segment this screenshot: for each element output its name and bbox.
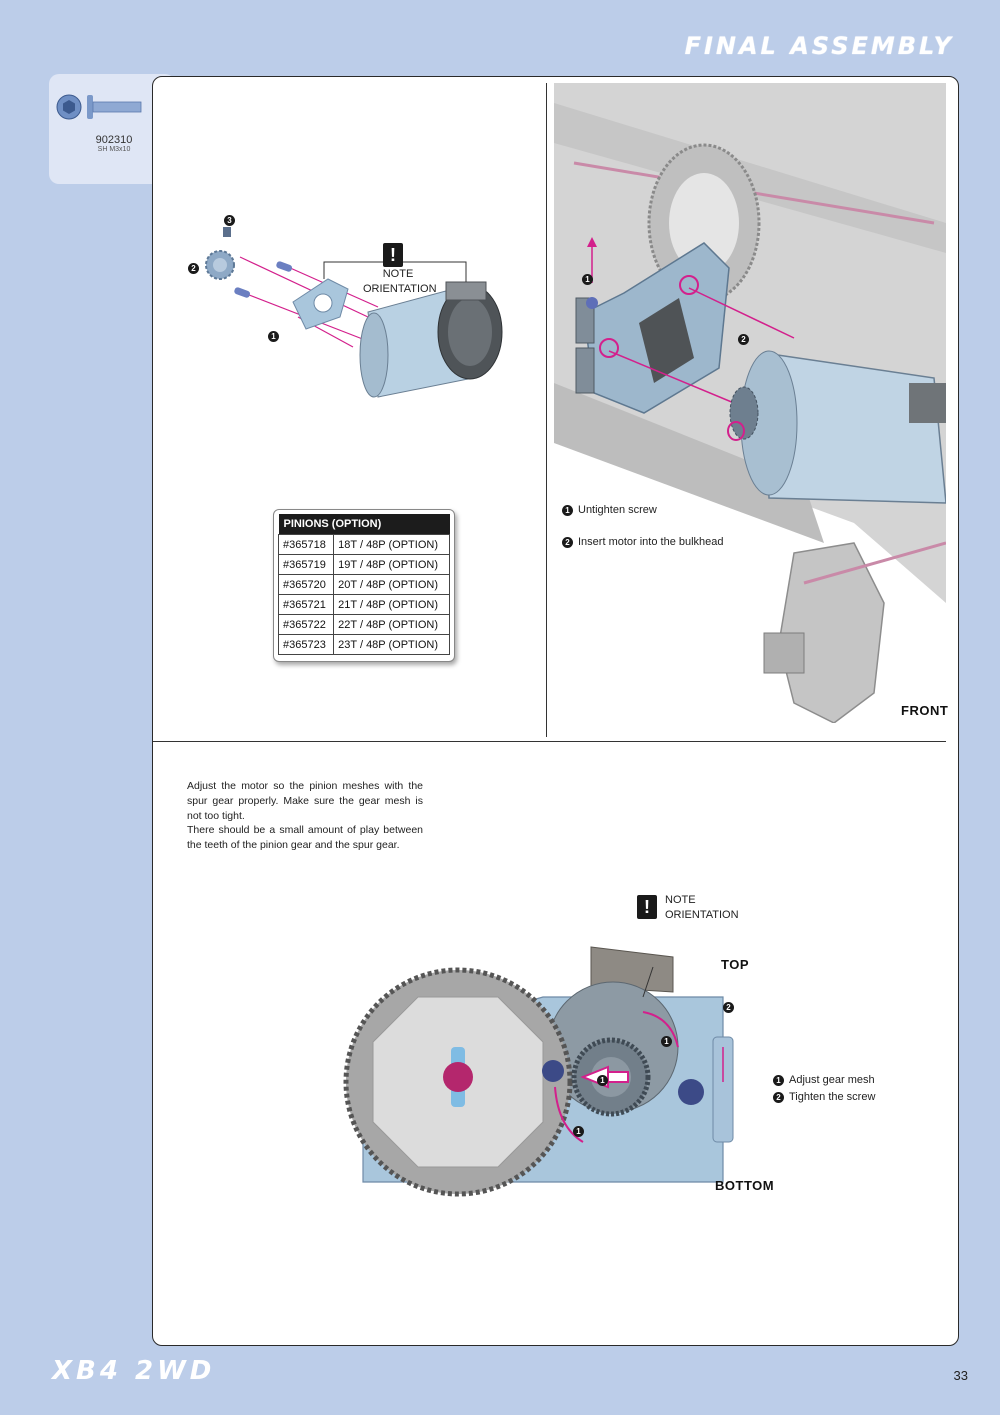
- page-number: 33: [953, 1368, 968, 1383]
- callout-2: 2: [188, 263, 199, 274]
- part-number: 902310: [95, 134, 133, 146]
- instruction-paragraph-2: There should be a small amount of play b…: [187, 824, 423, 851]
- horizontal-divider: [153, 741, 946, 742]
- callout-2: 2: [738, 334, 749, 345]
- page-title: FINAL ASSEMBLY: [684, 32, 954, 60]
- motor-exploded-diagram: [205, 227, 503, 398]
- callout-3: 3: [224, 215, 235, 226]
- chassis-installation-diagram: [554, 83, 946, 723]
- callout-1: 1: [582, 274, 593, 285]
- assembly-panel: ! NOTE ORIENTATION 3 2 1 PINIONS (OPTION…: [152, 76, 959, 1346]
- table-title: PINIONS (OPTION): [278, 514, 450, 535]
- warning-icon: !: [637, 895, 657, 919]
- callout-1: 1: [661, 1036, 672, 1047]
- orientation-bottom: BOTTOM: [715, 1178, 775, 1193]
- vertical-divider: [546, 83, 547, 737]
- note-label-lower: NOTE ORIENTATION: [665, 894, 739, 921]
- model-logo: XB4 2WD: [52, 1356, 216, 1386]
- note-orientation-upper: !: [383, 243, 403, 267]
- gear-mesh-diagram: [343, 946, 734, 1197]
- part-description: SH M3x10: [97, 146, 131, 153]
- callout-1: 1: [268, 331, 279, 342]
- orientation-top: TOP: [721, 957, 749, 972]
- screw-icon: [56, 94, 142, 120]
- note-orientation-lower: !: [637, 895, 657, 919]
- instruction-paragraph-1: Adjust the motor so the pinion meshes wi…: [187, 780, 423, 822]
- orientation-front: FRONT: [901, 703, 949, 718]
- warning-icon: !: [383, 243, 403, 267]
- callout-2: 2: [723, 1002, 734, 1013]
- note-label-upper: NOTE ORIENTATION: [363, 268, 437, 295]
- callout-1: 1: [597, 1075, 608, 1086]
- callout-1: 1: [573, 1126, 584, 1137]
